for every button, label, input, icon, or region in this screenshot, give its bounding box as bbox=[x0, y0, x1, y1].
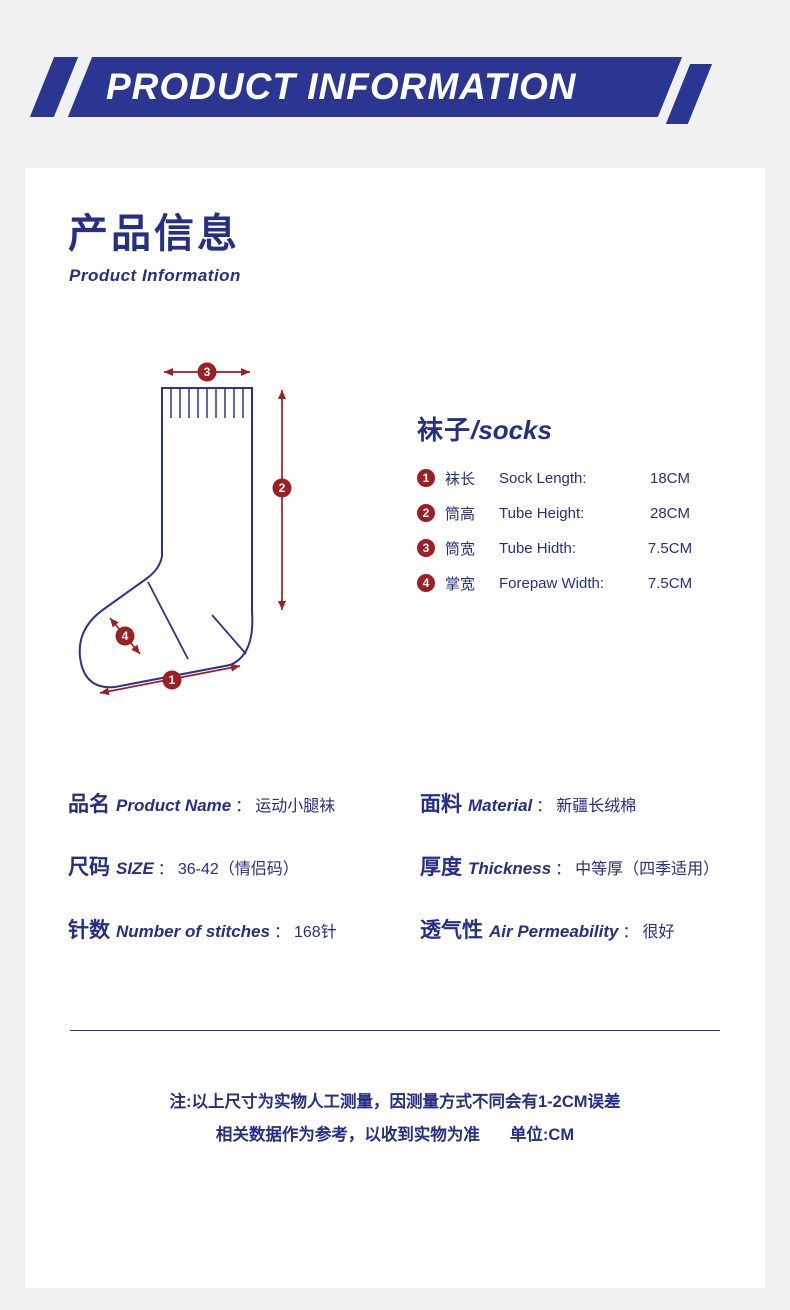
svg-text:2: 2 bbox=[279, 481, 286, 495]
spec-label-cn: 厚度 bbox=[420, 856, 462, 879]
measure-markers: 3 2 4 1 bbox=[115, 362, 292, 690]
measurement-label-en: Sock Length: bbox=[499, 469, 587, 487]
footer-notes: 注:以上尺寸为实物人工测量，因测量方式不同会有1-2CM误差 相关数据作为参考，… bbox=[25, 1088, 765, 1145]
toe-seam-line bbox=[147, 581, 189, 660]
measurement-row: 4 掌宽 Forepaw Width: 7.5CM bbox=[417, 572, 727, 594]
svg-text:4: 4 bbox=[122, 629, 129, 643]
spec-separator: ： bbox=[622, 924, 639, 941]
measurement-value: 18CM bbox=[649, 469, 690, 487]
spec-separator: ： bbox=[536, 798, 553, 815]
spec-label-en: Product Name bbox=[116, 796, 232, 815]
marker-1: 1 bbox=[162, 670, 182, 690]
measurement-number-badge: 4 bbox=[417, 574, 435, 592]
marker-2: 2 bbox=[272, 478, 292, 498]
spec-row-size: 尺码 SIZE ： 36-42（情侣码） bbox=[68, 851, 420, 884]
measurement-label-cn: 掌宽 bbox=[445, 575, 476, 593]
banner-title: PRODUCT INFORMATION bbox=[106, 66, 577, 107]
sock-heading-cn: 袜子 bbox=[417, 415, 472, 445]
page-title-en: Product Information bbox=[69, 266, 241, 285]
measurement-row: 2 筒高 Tube Height: 28CM bbox=[417, 502, 727, 524]
spec-label-en: Material bbox=[468, 796, 533, 815]
measurement-label-en: Forepaw Width: bbox=[499, 574, 605, 592]
spec-label-en: Air Permeability bbox=[489, 922, 619, 941]
sock-heading-en: /socks bbox=[471, 415, 552, 445]
unit-label: 单位:CM bbox=[509, 1126, 575, 1144]
spec-row-material: 面料 Material ： 新疆长绒棉 bbox=[420, 788, 728, 821]
measurement-row: 3 筒宽 Tube Hidth: 7.5CM bbox=[417, 537, 727, 559]
measurement-value: 28CM bbox=[649, 504, 690, 522]
sock-panel-heading: 袜子/socks bbox=[417, 410, 727, 447]
spec-value: 运动小腿袜 bbox=[255, 798, 336, 815]
measurement-label-en: Tube Height: bbox=[499, 504, 585, 522]
measurement-value: 7.5CM bbox=[647, 574, 693, 592]
spec-value: 36-42（情侣码） bbox=[177, 861, 299, 878]
measurement-value: 7.5CM bbox=[647, 539, 693, 557]
product-card: 产品信息 Product Information bbox=[25, 168, 765, 1288]
spec-label-cn: 透气性 bbox=[420, 919, 483, 942]
svg-text:3: 3 bbox=[204, 365, 211, 379]
spec-row-thickness: 厚度 Thickness ： 中等厚（四季适用） bbox=[420, 851, 728, 884]
spec-value: 新疆长绒棉 bbox=[556, 798, 637, 815]
measurement-label-cn: 筒高 bbox=[445, 505, 476, 523]
page-title-cn: 产品信息 bbox=[68, 212, 240, 256]
note-line-2-text: 相关数据作为参考，以收到实物为准 bbox=[215, 1126, 480, 1144]
marker-3: 3 bbox=[197, 362, 217, 382]
spec-label-en: SIZE bbox=[116, 859, 154, 878]
spec-row-stitches: 针数 Number of stitches ： 168针 bbox=[68, 914, 420, 947]
cuff-ribs bbox=[170, 388, 244, 418]
spec-separator: ： bbox=[235, 798, 252, 815]
note-line-2: 相关数据作为参考，以收到实物为准 单位:CM bbox=[25, 1121, 765, 1145]
note-line-1: 注:以上尺寸为实物人工测量，因测量方式不同会有1-2CM误差 bbox=[169, 1093, 621, 1111]
spec-list: 品名 Product Name ： 运动小腿袜 面料 Material ： 新疆… bbox=[68, 788, 728, 947]
spec-value: 很好 bbox=[642, 924, 675, 941]
spec-label-en: Thickness bbox=[468, 859, 552, 878]
sock-measurements-panel: 袜子/socks 1 袜长 Sock Length: 18CM 2 筒高 Tub… bbox=[417, 410, 727, 594]
sock-measurement-diagram: 3 2 4 1 bbox=[78, 362, 292, 696]
spec-separator: ： bbox=[273, 924, 290, 941]
banner-main: PRODUCT INFORMATION bbox=[67, 57, 683, 117]
heel-seam-line bbox=[211, 614, 247, 655]
spec-value: 中等厚（四季适用） bbox=[575, 861, 720, 878]
measurement-row: 1 袜长 Sock Length: 18CM bbox=[417, 467, 727, 489]
spec-separator: ： bbox=[555, 861, 572, 878]
measurement-number-badge: 1 bbox=[417, 469, 435, 487]
svg-text:1: 1 bbox=[169, 673, 176, 687]
measurement-number-badge: 3 bbox=[417, 539, 435, 557]
measurement-label-cn: 袜长 bbox=[445, 470, 476, 488]
sock-outline bbox=[78, 387, 254, 689]
spec-row-product-name: 品名 Product Name ： 运动小腿袜 bbox=[68, 788, 420, 821]
measurement-label-en: Tube Hidth: bbox=[499, 539, 576, 557]
spec-row-air-permeability: 透气性 Air Permeability ： 很好 bbox=[420, 914, 728, 947]
spec-value: 168针 bbox=[294, 924, 337, 941]
spec-label-cn: 品名 bbox=[68, 793, 110, 816]
measurement-number-badge: 2 bbox=[417, 504, 435, 522]
divider bbox=[70, 1030, 720, 1031]
spec-label-cn: 针数 bbox=[68, 919, 110, 942]
spec-label-cn: 尺码 bbox=[68, 856, 110, 879]
spec-separator: ： bbox=[157, 861, 174, 878]
spec-label-cn: 面料 bbox=[420, 793, 462, 816]
spec-label-en: Number of stitches bbox=[116, 922, 270, 941]
marker-4: 4 bbox=[115, 626, 135, 646]
measurement-label-cn: 筒宽 bbox=[445, 540, 476, 558]
